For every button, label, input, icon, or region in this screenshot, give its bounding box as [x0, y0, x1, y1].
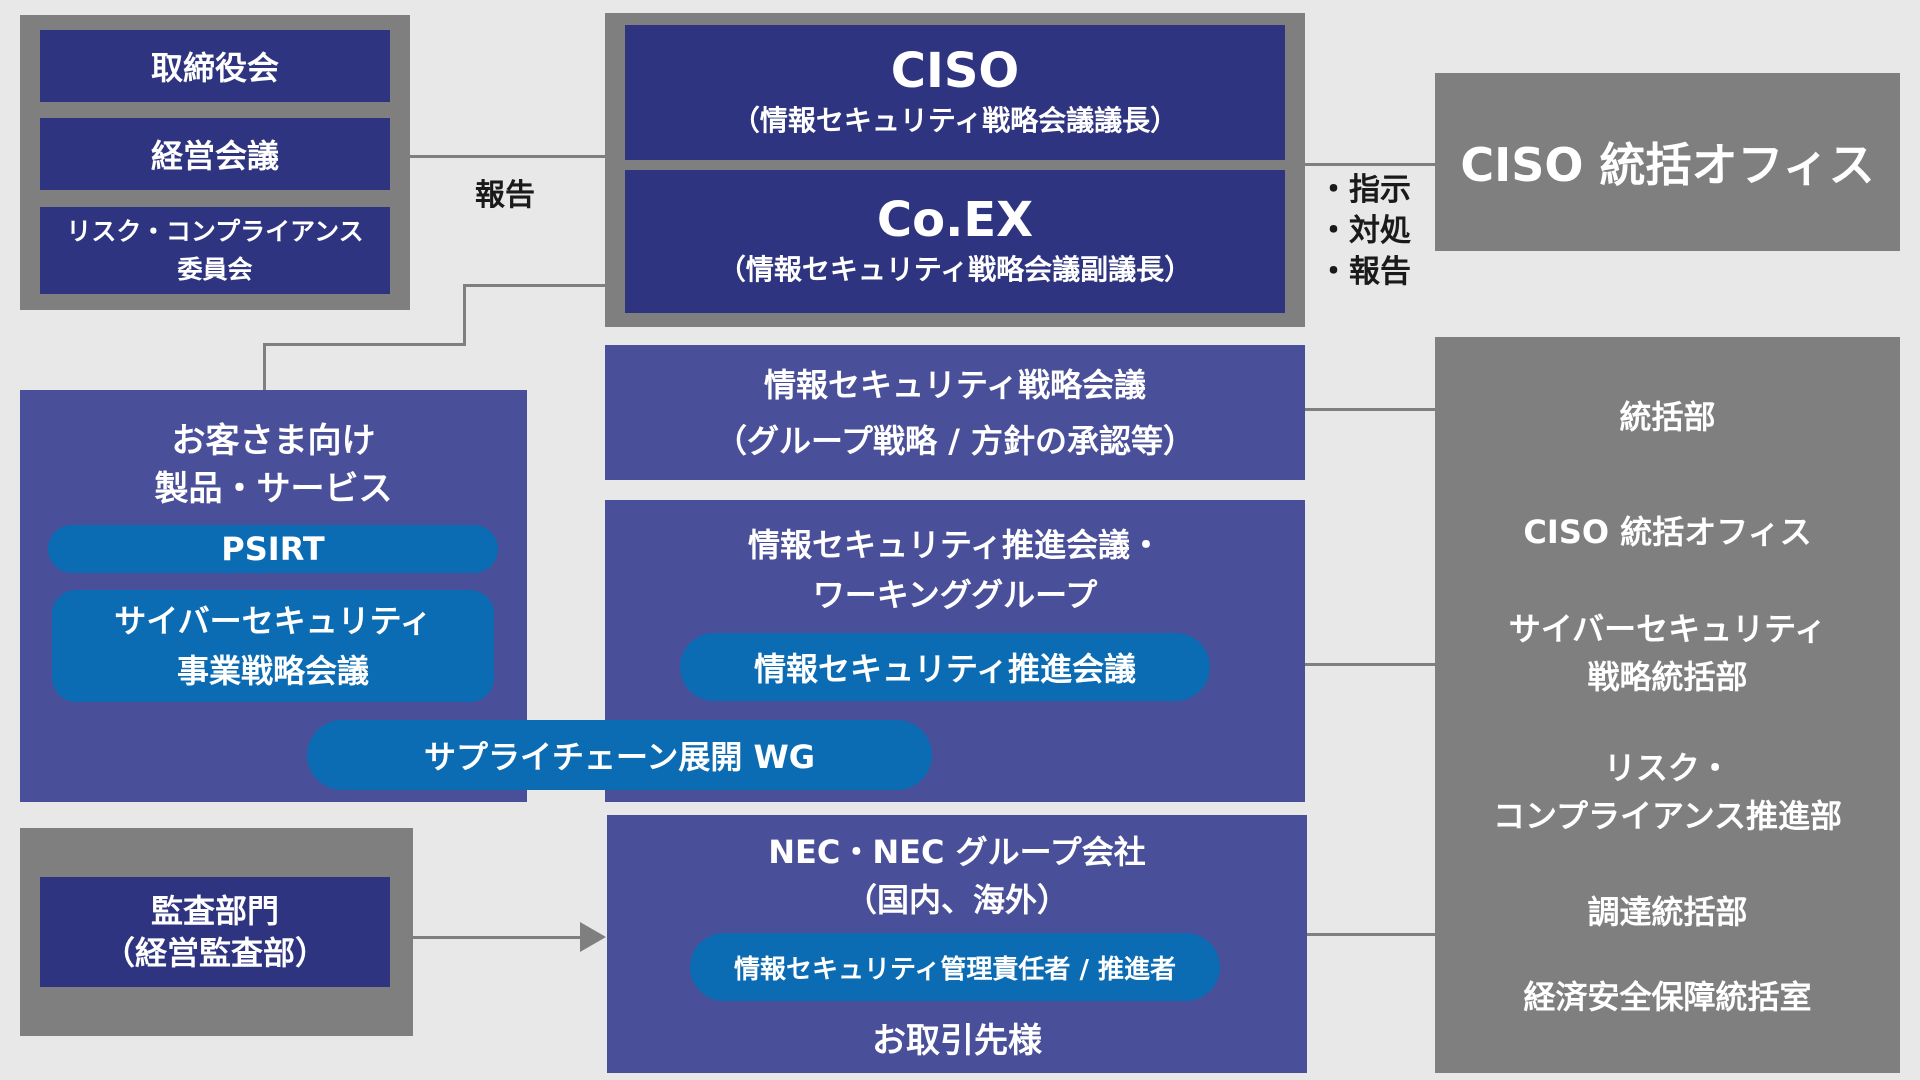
- nec-group-line1: NEC・NEC グループ会社: [768, 833, 1146, 871]
- customer-products-line2: 製品・サービス: [154, 469, 393, 509]
- department-label: 調達統括部: [1587, 893, 1748, 931]
- department-item: 統括部: [1435, 390, 1900, 440]
- risk-committee-box: リスク・コンプライアンス 委員会: [40, 207, 390, 294]
- connector-ciso-to-customer-v1: [463, 284, 466, 346]
- coex-subtitle: （情報セキュリティ戦略会議副議長）: [717, 252, 1193, 286]
- report-label: 報告: [455, 172, 555, 213]
- security-manager-pill: 情報セキュリティ管理責任者 / 推進者: [690, 933, 1220, 1001]
- strategy-meeting-box: 情報セキュリティ戦略会議 （グループ戦略 / 方針の承認等）: [605, 345, 1305, 480]
- strategy-meeting-line2: （グループ戦略 / 方針の承認等）: [714, 421, 1196, 460]
- nec-group-line2: （国内、海外）: [844, 881, 1069, 919]
- department-label: CISO 統括オフィス: [1523, 513, 1812, 551]
- department-item: CISO 統括オフィス: [1435, 505, 1900, 555]
- promotion-meeting-pill-label: 情報セキュリティ推進会議: [753, 650, 1137, 688]
- department-item: リスク・ コンプライアンス推進部: [1435, 742, 1900, 842]
- department-label: 統括部: [1619, 398, 1716, 436]
- promotion-meeting-line2: ワーキンググループ: [812, 576, 1098, 614]
- department-label: 戦略統括部: [1587, 658, 1748, 696]
- board-box: 取締役会: [40, 30, 390, 102]
- connector-ciso-to-customer-v2: [263, 343, 266, 391]
- department-label: コンプライアンス推進部: [1492, 797, 1843, 835]
- strategy-meeting-line1: 情報セキュリティ戦略会議: [763, 365, 1147, 404]
- risk-committee-line2: 委員会: [177, 254, 253, 284]
- connector-ciso-to-office: [1305, 163, 1435, 166]
- coex-title: Co.EX: [876, 191, 1034, 248]
- cyber-security-strategy-line2: 事業戦略会議: [176, 652, 369, 690]
- cyber-security-strategy-pill: サイバーセキュリティ 事業戦略会議: [52, 590, 494, 702]
- security-manager-label: 情報セキュリティ管理責任者 / 推進者: [733, 954, 1177, 985]
- audit-box: 監査部門 （経営監査部）: [40, 877, 390, 987]
- ciso-subtitle: （情報セキュリティ戦略会議議長）: [731, 103, 1179, 137]
- connector-ciso-to-customer-h2: [263, 343, 466, 346]
- partner-label: お取引先様: [872, 1020, 1042, 1061]
- connector-promotion-to-right: [1305, 663, 1435, 666]
- ciso-office-box: CISO 統括オフィス: [1435, 73, 1900, 251]
- supply-chain-wg-pill: サプライチェーン展開 WG: [307, 720, 932, 790]
- customer-products-title: お客さま向け 製品・サービス: [20, 415, 527, 515]
- connector-nec-to-right: [1305, 933, 1435, 936]
- audit-line2: （経営監査部）: [102, 934, 327, 972]
- department-item: 調達統括部: [1435, 885, 1900, 935]
- board-label: 取締役会: [150, 49, 279, 87]
- department-label: リスク・: [1603, 749, 1732, 787]
- promotion-meeting-line1: 情報セキュリティ推進会議・: [747, 526, 1163, 564]
- department-label: 経済安全保障統括室: [1523, 978, 1812, 1016]
- connector-ciso-to-customer-h1: [463, 284, 608, 287]
- connector-strategy-to-right: [1305, 408, 1435, 411]
- department-item: サイバーセキュリティ 戦略統括部: [1435, 603, 1900, 703]
- management-meeting-box: 経営会議: [40, 118, 390, 190]
- ciso-office-label: CISO 統括オフィス: [1460, 138, 1875, 192]
- psirt-label: PSIRT: [221, 530, 325, 568]
- instruction-item: ・指示: [1318, 172, 1411, 208]
- audit-line1: 監査部門: [150, 892, 279, 930]
- arrow-head-icon: [580, 922, 606, 952]
- departments-box: [1435, 337, 1900, 1073]
- report-label-text: 報告: [475, 178, 535, 213]
- department-item: 経済安全保障統括室: [1435, 970, 1900, 1020]
- management-meeting-label: 経営会議: [150, 137, 279, 175]
- ciso-box: CISO （情報セキュリティ戦略会議議長）: [625, 25, 1285, 160]
- cyber-security-strategy-line1: サイバーセキュリティ: [114, 602, 432, 640]
- nec-group-title: NEC・NEC グループ会社 （国内、海外）: [607, 828, 1307, 924]
- ciso-title: CISO: [890, 42, 1020, 99]
- psirt-pill: PSIRT: [48, 525, 498, 573]
- promotion-meeting-pill: 情報セキュリティ推進会議: [680, 633, 1210, 701]
- connector-audit-to-nec: [413, 936, 583, 939]
- promotion-meeting-title: 情報セキュリティ推進会議・ ワーキンググループ: [605, 520, 1305, 620]
- partner-label-box: お取引先様: [607, 1012, 1307, 1062]
- instruction-list: ・指示 ・対処 ・報告: [1318, 170, 1438, 293]
- instruction-item: ・報告: [1318, 254, 1411, 290]
- department-label: サイバーセキュリティ: [1508, 610, 1827, 648]
- supply-chain-wg-label: サプライチェーン展開 WG: [423, 738, 816, 776]
- coex-box: Co.EX （情報セキュリティ戦略会議副議長）: [625, 170, 1285, 313]
- connector-left-to-ciso: [410, 155, 608, 158]
- risk-committee-line1: リスク・コンプライアンス: [66, 216, 364, 246]
- customer-products-line1: お客さま向け: [171, 421, 376, 461]
- instruction-item: ・対処: [1318, 213, 1411, 249]
